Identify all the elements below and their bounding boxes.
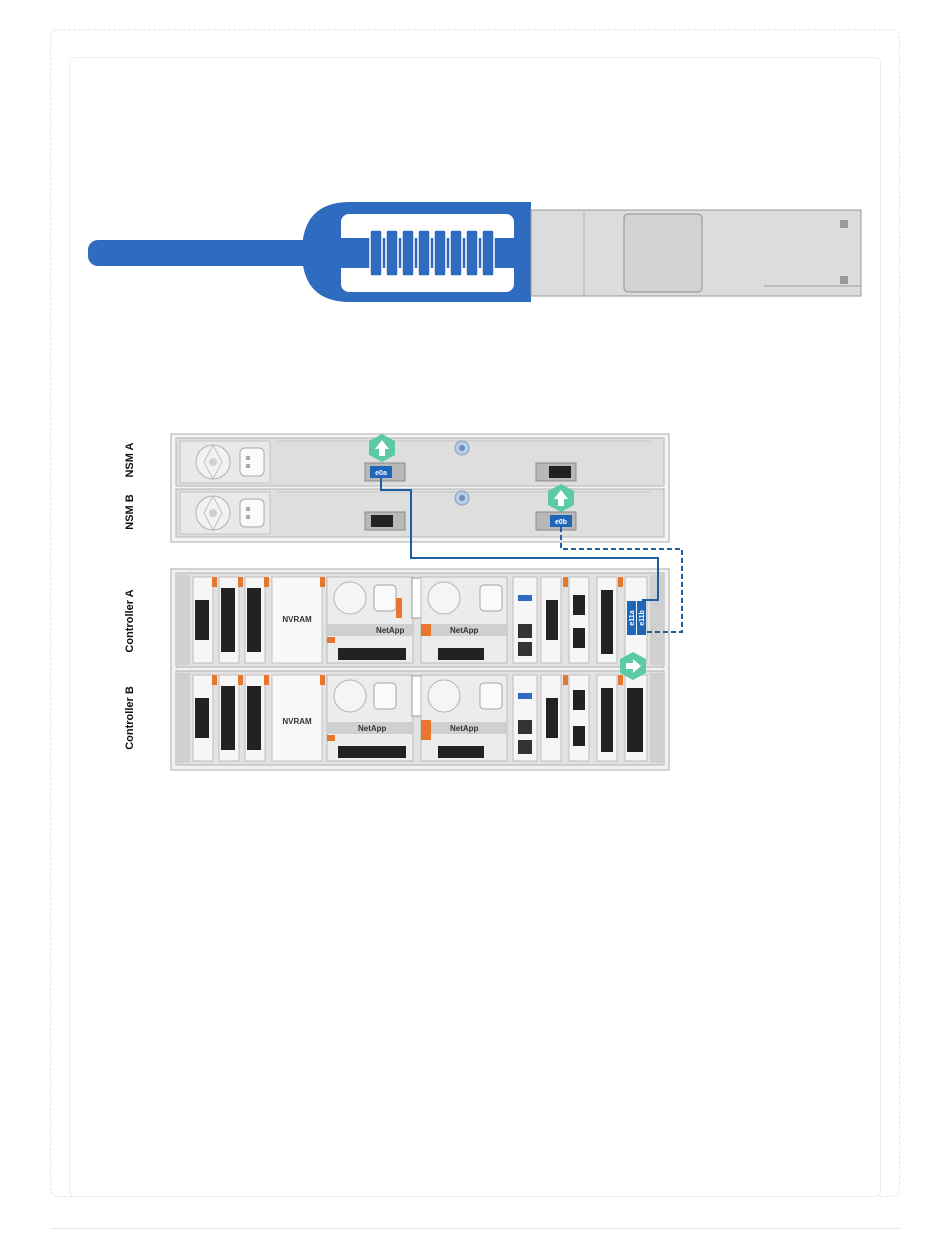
usb-port-icon <box>518 595 532 601</box>
netapp-logo-icon: NetApp <box>358 724 387 733</box>
usb-port-icon <box>518 693 532 699</box>
nvram-label: NVRAM <box>282 717 312 726</box>
cable-connector-icon <box>88 198 868 308</box>
cable-body <box>88 240 328 266</box>
netapp-logo-icon: NetApp <box>376 626 405 635</box>
port-e0b-label: e0b <box>555 519 567 526</box>
rj45-port-icon <box>518 740 532 754</box>
footer-divider <box>50 1228 900 1229</box>
port-e11a-label: e11a <box>629 610 636 625</box>
rj45-port-icon <box>518 624 532 638</box>
io-slot <box>245 675 269 761</box>
io-slot <box>219 577 243 663</box>
fan-icon <box>196 445 230 479</box>
nsm-b-module: e0b <box>176 489 664 537</box>
nvram-label: NVRAM <box>282 615 312 624</box>
netapp-logo-icon: NetApp <box>450 724 479 733</box>
io-slot <box>193 577 217 663</box>
nsm-a-module: e0a <box>176 438 664 486</box>
io-slot <box>219 675 243 761</box>
netapp-logo-icon: NetApp <box>450 626 479 635</box>
rj45-port-icon <box>518 642 532 656</box>
io-slot <box>245 577 269 663</box>
io-slot <box>193 675 217 761</box>
controller-b-module: NVRAM NetApp NetApp <box>176 671 664 765</box>
cabling-diagram: e0a e0b <box>110 428 700 778</box>
port-e0a-label: e0a <box>375 470 387 477</box>
power-socket-icon <box>240 499 264 527</box>
power-socket-icon <box>240 448 264 476</box>
fan-icon <box>196 496 230 530</box>
io-slot <box>569 675 589 761</box>
port-e11b-label: e11b <box>639 610 646 626</box>
controller-a-module: NVRAM NetApp NetApp <box>176 573 664 667</box>
io-slot <box>569 577 589 663</box>
rj45-port-icon <box>518 720 532 734</box>
